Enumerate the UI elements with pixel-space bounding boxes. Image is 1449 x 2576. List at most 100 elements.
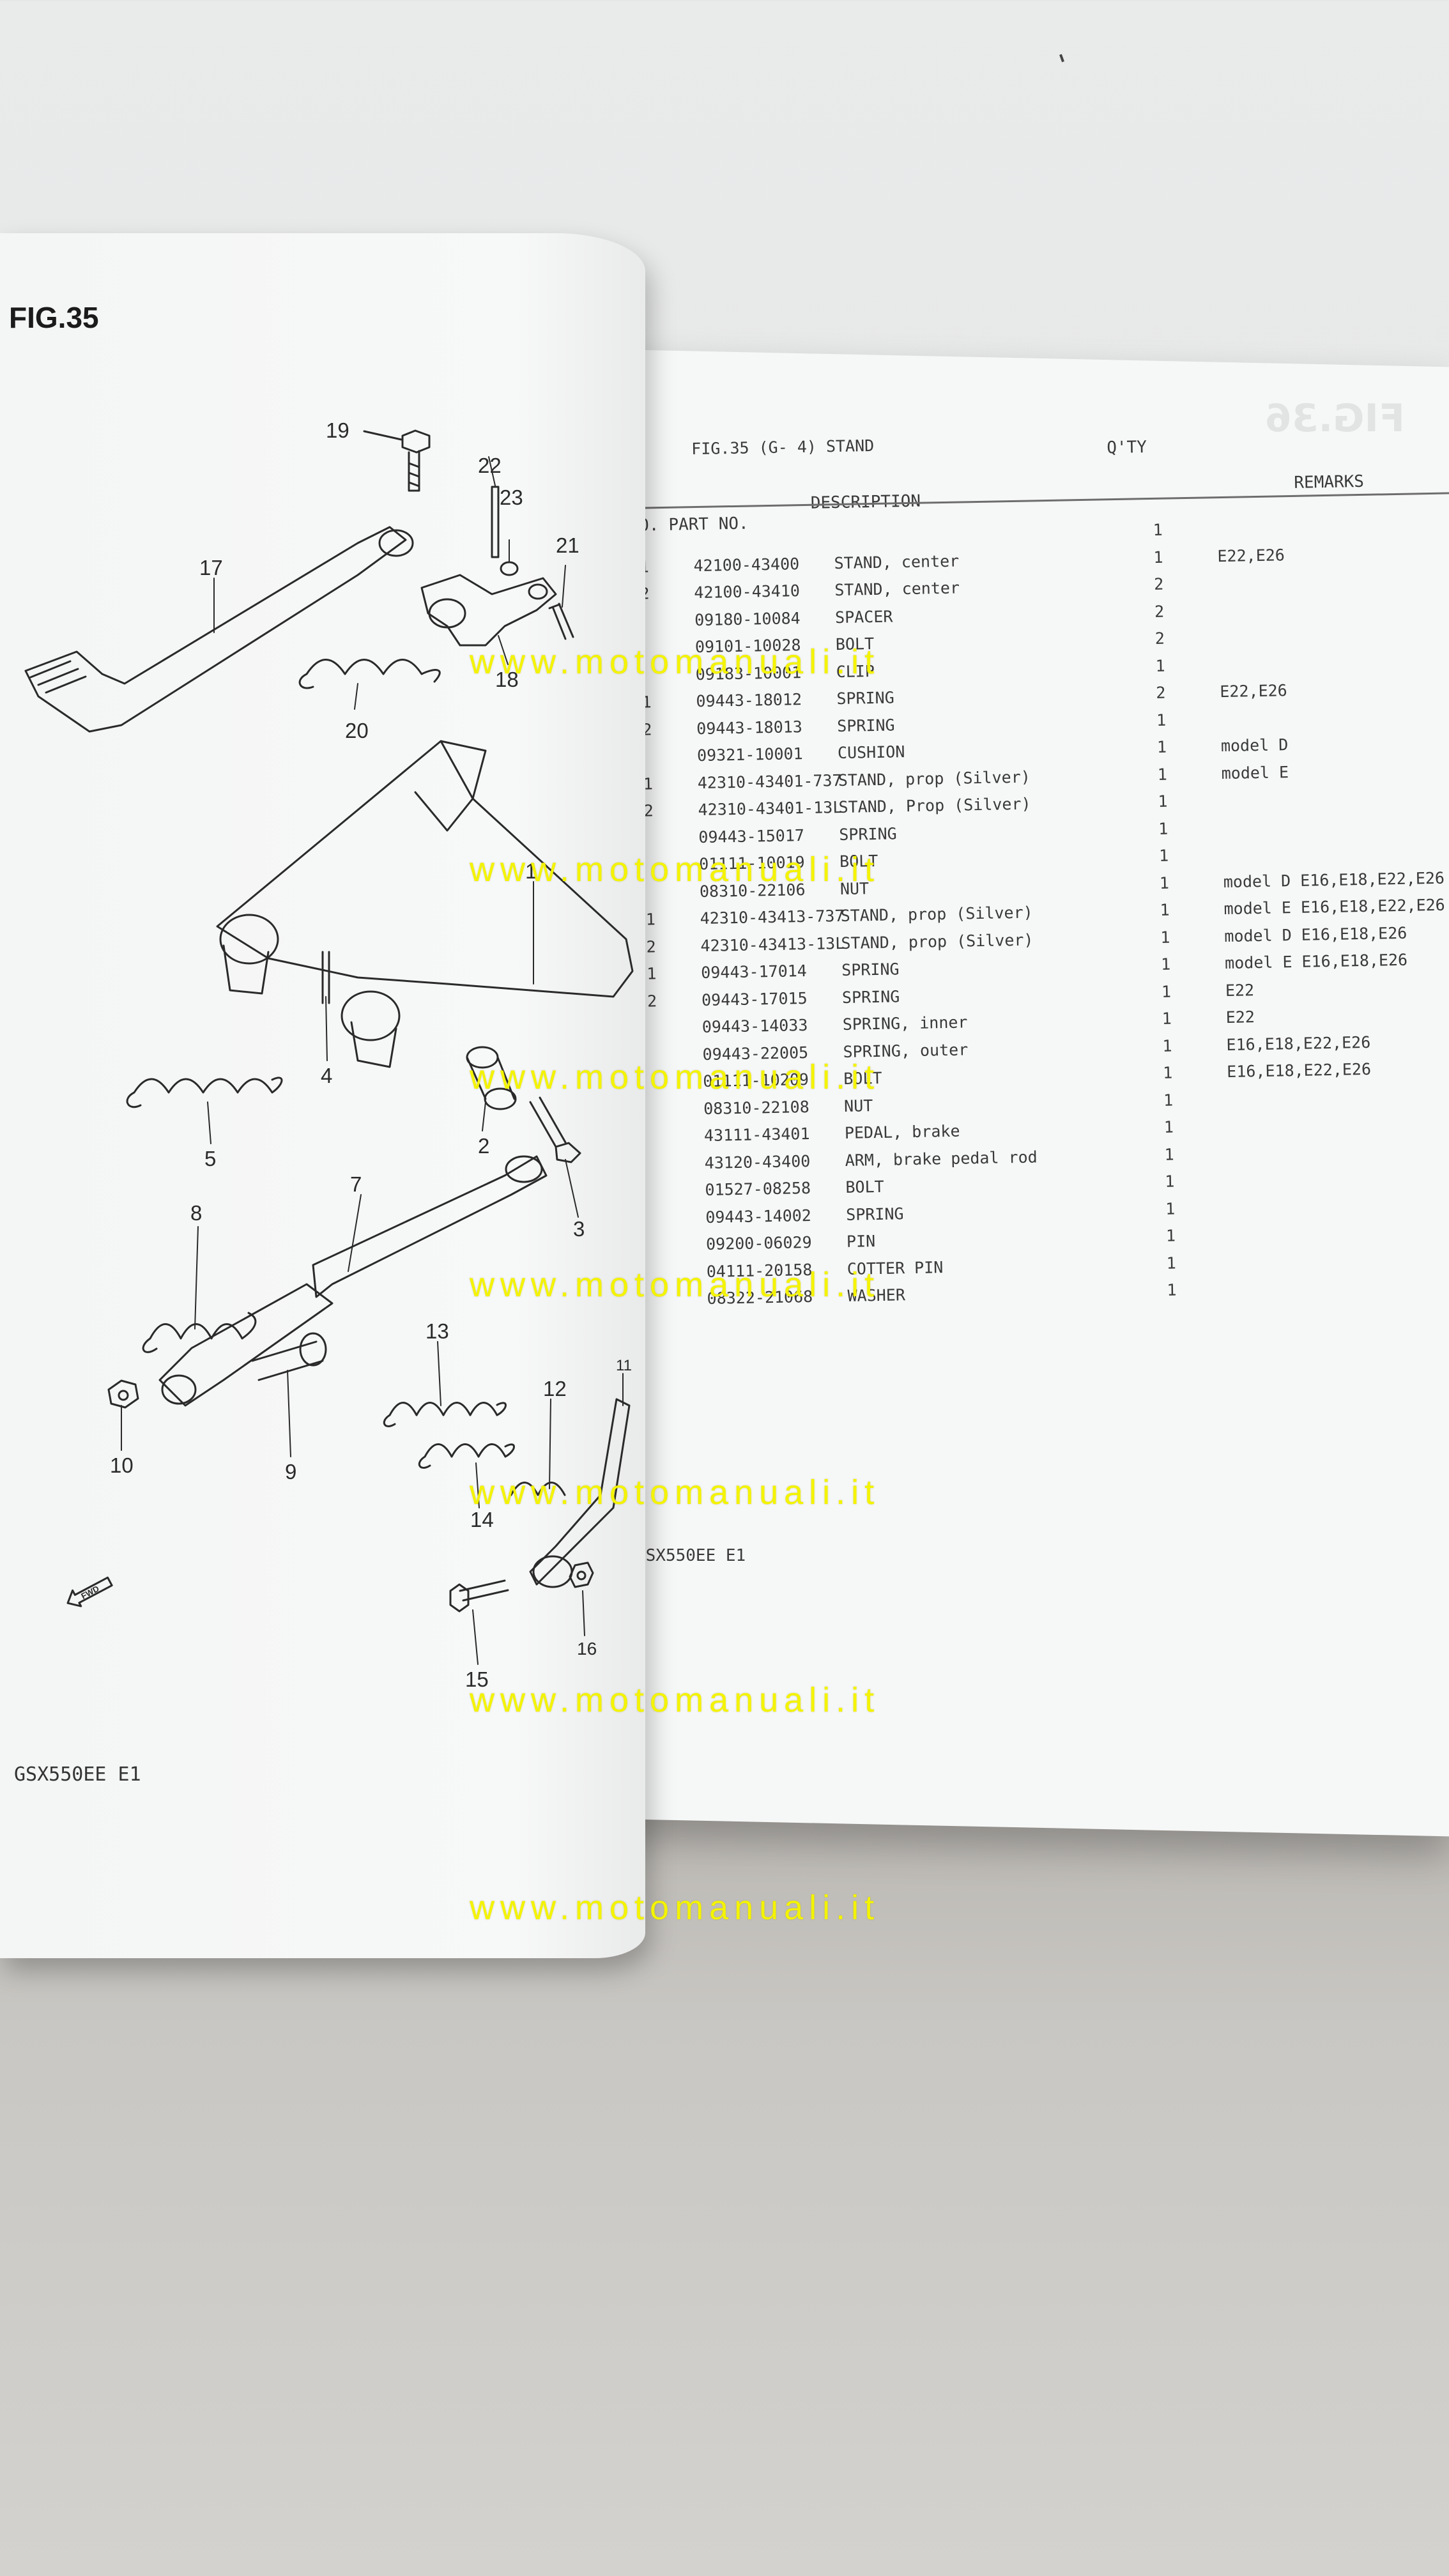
cell-desc: STAND, prop (Silver)	[841, 930, 1034, 953]
cell-remarks: model E	[1221, 762, 1289, 783]
cell-part: 09443-17015	[701, 988, 808, 1009]
cell-desc: SPRING	[841, 960, 900, 979]
cell-part: 42100-43410	[694, 581, 801, 602]
callout-15: 15	[465, 1667, 489, 1691]
spacer-2	[466, 1046, 517, 1110]
clip-4	[321, 951, 330, 1004]
cell-qty: 1	[1160, 954, 1171, 974]
left-page	[0, 233, 645, 1958]
cell-qty: 1	[1161, 982, 1172, 1001]
cell-remarks: model E E16,E18,E22,E26	[1223, 895, 1445, 919]
cell-desc: SPRING	[836, 688, 895, 709]
cell-part: 42310-43401-13L	[698, 797, 843, 820]
cell-part: 42310-43413-737	[700, 906, 845, 928]
cell-qty: 1	[1153, 520, 1163, 539]
cell-desc: STAND, Prop (Silver)	[838, 794, 1031, 817]
callout-1: 1	[525, 859, 537, 883]
cell-part: 09321-10001	[696, 744, 803, 765]
cell-part: 09180-10084	[694, 608, 801, 629]
qty-header: Q'TY	[1107, 438, 1147, 458]
watermark: www.motomanuali.it	[470, 643, 880, 681]
model-code-right: GSX550EE E1	[636, 1546, 746, 1565]
cell-desc: PEDAL, brake	[844, 1121, 960, 1142]
cotter-pin-22	[491, 486, 500, 558]
model-code-left: GSX550EE E1	[14, 1763, 141, 1786]
cell-remarks: model D E16,E18,E26	[1224, 923, 1407, 946]
cell-qty: 1	[1162, 1036, 1172, 1055]
cell-qty: 1	[1158, 819, 1169, 838]
callout-9: 9	[285, 1460, 296, 1483]
cell-part: 09443-14002	[705, 1206, 812, 1227]
nut-16	[569, 1561, 594, 1588]
cell-part: 42100-43400	[693, 554, 800, 575]
cell-qty: 1	[1167, 1280, 1177, 1300]
cell-qty: 1	[1166, 1253, 1177, 1273]
cell-qty: 1	[1165, 1226, 1176, 1245]
watermark: www.motomanuali.it	[470, 850, 880, 889]
cell-qty: 1	[1158, 792, 1168, 811]
cell-desc: STAND, center	[834, 578, 960, 600]
cell-remarks: model E E16,E18,E26	[1224, 950, 1408, 972]
bolt-15	[449, 1579, 509, 1613]
bolt-3	[529, 1096, 581, 1163]
cell-qty: 1	[1160, 900, 1170, 919]
cell-part: 09443-15017	[698, 825, 805, 847]
spring-14	[418, 1443, 515, 1469]
header-rule	[628, 492, 1449, 509]
bolt-9	[251, 1332, 327, 1381]
cell-qty: 1	[1164, 1145, 1174, 1164]
cell-qty: 1	[1153, 548, 1163, 567]
callout-14: 14	[470, 1508, 494, 1531]
cell-qty: 1	[1158, 846, 1169, 865]
watermark: www.motomanuali.it	[470, 1473, 880, 1512]
center-stand-1	[216, 740, 634, 1068]
speck	[1059, 54, 1064, 63]
cell-part: 43120-43400	[704, 1151, 811, 1172]
cell-qty: 1	[1163, 1091, 1174, 1110]
cell-qty: 1	[1163, 1117, 1174, 1137]
cell-qty: 2	[1156, 683, 1166, 702]
callout-12: 12	[543, 1377, 567, 1400]
spring-12	[510, 1482, 566, 1496]
exploded-parts-diagram: 19 22 23 21 17 18 20 1 4 5 2 3 7 8 13 12…	[24, 418, 634, 1691]
cell-part: 43111-43401	[703, 1124, 810, 1145]
cell-part: 09443-14033	[702, 1015, 808, 1037]
cell-remarks: E22,E26	[1220, 681, 1287, 702]
cell-part: 01527-08258	[705, 1178, 811, 1199]
cell-desc: STAND, prop (Silver)	[838, 767, 1031, 790]
cell-remarks: model D E16,E18,E22,E26	[1223, 868, 1445, 891]
cell-qty: 1	[1162, 1009, 1172, 1028]
spring-8	[142, 1312, 257, 1353]
washer-23	[500, 561, 519, 576]
callout-23: 23	[500, 486, 523, 509]
callout-11: 11	[616, 1357, 632, 1374]
cell-remarks: model D	[1220, 735, 1289, 756]
cell-desc: SPRING	[836, 715, 895, 735]
callout-21: 21	[556, 533, 579, 557]
cell-qty: 1	[1163, 1063, 1173, 1082]
cell-part: 42310-43401-737	[697, 770, 842, 792]
figure-label: FIG.35	[9, 301, 99, 334]
watermark: www.motomanuali.it	[470, 1889, 880, 1927]
table-caption: FIG.35 (G- 4) STAND	[691, 436, 875, 459]
cell-desc: BOLT	[845, 1177, 884, 1197]
cell-part: 09200-06029	[705, 1232, 812, 1254]
cell-qty: 1	[1165, 1172, 1175, 1191]
cell-desc: SPACER	[834, 606, 893, 627]
watermark: www.motomanuali.it	[470, 1266, 880, 1304]
cell-remarks: E16,E18,E22,E26	[1226, 1059, 1372, 1081]
bolt-19	[363, 429, 431, 492]
brake-pedal-17	[24, 526, 414, 733]
cell-desc: SPRING, inner	[842, 1013, 968, 1034]
callout-16: 16	[577, 1639, 597, 1659]
callout-22: 22	[478, 454, 502, 477]
callout-18: 18	[495, 668, 519, 691]
cell-part: 09443-17014	[701, 961, 808, 983]
cell-qty: 1	[1155, 656, 1165, 675]
cell-qty: 1	[1157, 765, 1168, 784]
cell-desc: SPRING	[839, 824, 897, 844]
cell-remarks: E16,E18,E22,E26	[1226, 1032, 1371, 1054]
callout-5: 5	[204, 1147, 216, 1170]
fwd-label: FWD	[79, 1584, 100, 1601]
cell-desc: STAND, center	[834, 551, 960, 572]
